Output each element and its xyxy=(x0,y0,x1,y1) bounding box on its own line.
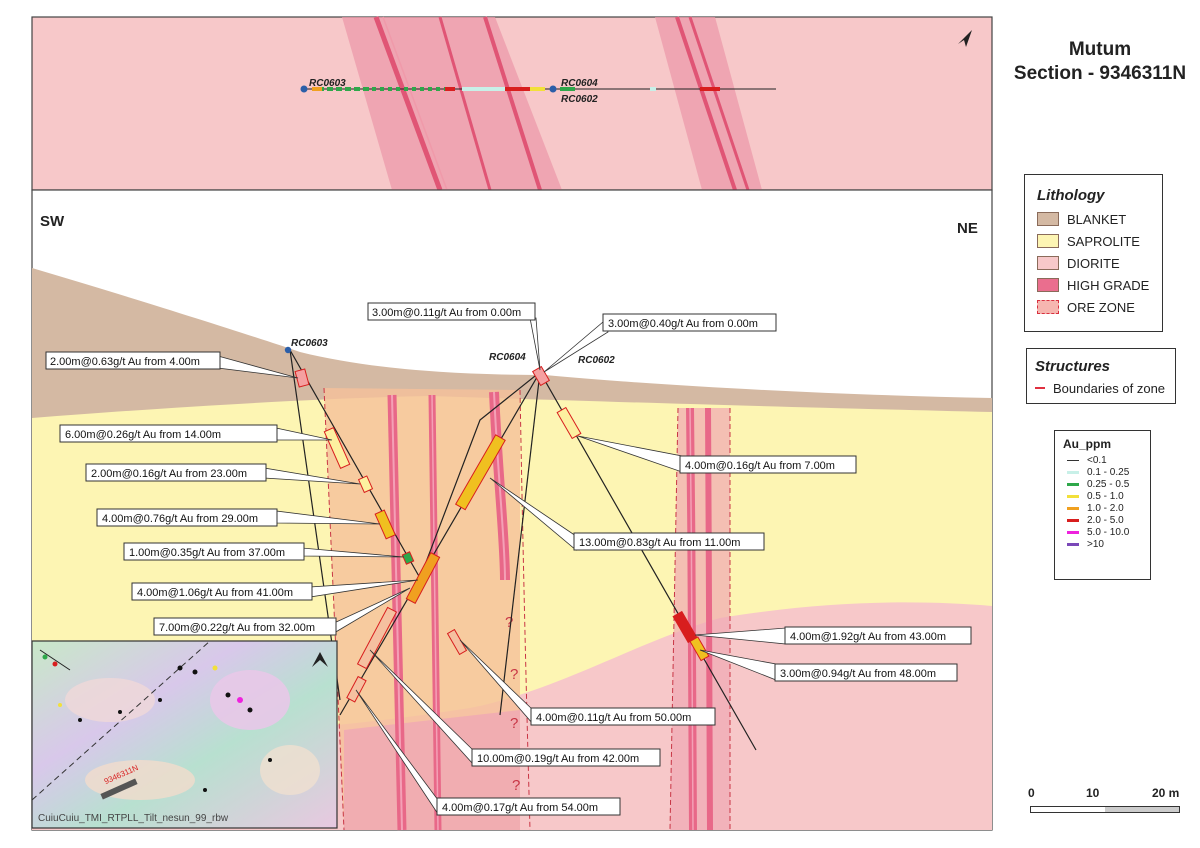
map-title: Mutum Section - 9346311N xyxy=(1000,38,1200,86)
legend-item: Boundaries of zone xyxy=(1035,379,1169,397)
collar-marker xyxy=(549,85,557,93)
hole-label-rc0603: RC0603 xyxy=(291,338,328,349)
intercept-label: 4.00m@0.17g/t Au from 54.00m xyxy=(442,802,598,814)
scale-tick-0: 0 xyxy=(1028,786,1035,800)
legend-item: DIORITE xyxy=(1037,252,1152,274)
collar-marker xyxy=(284,346,292,354)
callout-leaders xyxy=(217,317,787,816)
uncertain-boundary-marker: ? xyxy=(505,614,513,631)
legend-item: ORE ZONE xyxy=(1037,296,1152,318)
legend-item: BLANKET xyxy=(1037,208,1152,230)
intercept-label: 3.00m@0.94g/t Au from 48.00m xyxy=(780,668,936,680)
uncertain-boundary-marker: ? xyxy=(510,715,518,732)
au-legend-item: 0.5 - 1.0 xyxy=(1063,490,1144,502)
au-legend-item: >10 xyxy=(1063,538,1144,550)
plan-label-rc0604: RC0604 xyxy=(561,78,598,89)
legend-item: SAPROLITE xyxy=(1037,230,1152,252)
intercept-label: 4.00m@0.11g/t Au from 50.00m xyxy=(536,712,691,724)
structures-legend: Structures Boundaries of zone xyxy=(1026,348,1176,404)
intercept-label: 7.00m@0.22g/t Au from 32.00m xyxy=(159,622,315,634)
au-ppm-legend-title: Au_ppm xyxy=(1063,437,1111,451)
swatch xyxy=(1037,234,1059,248)
collar-marker xyxy=(300,85,308,93)
scale-tick-20: 20 m xyxy=(1152,786,1180,800)
au-legend-item: 0.25 - 0.5 xyxy=(1063,478,1144,490)
au-legend-item: 0.1 - 0.25 xyxy=(1063,466,1144,478)
intercept-label: 2.00m@0.16g/t Au from 23.00m xyxy=(91,468,247,480)
hole-label-rc0604: RC0604 xyxy=(489,352,526,363)
scale-bar-graphic xyxy=(1030,806,1180,813)
uncertain-boundary-marker: ? xyxy=(510,666,518,683)
north-arrow-icon xyxy=(958,30,972,47)
swatch xyxy=(1037,256,1059,270)
sw-label: SW xyxy=(40,213,65,230)
intercept-label: 3.00m@0.40g/t Au from 0.00m xyxy=(608,318,758,330)
lithology-legend: Lithology BLANKET SAPROLITE DIORITE HIGH… xyxy=(1024,174,1163,332)
au-legend-item: <0.1 xyxy=(1063,454,1144,466)
au-ppm-legend: Au_ppm <0.1 0.1 - 0.25 0.25 - 0.5 0.5 - … xyxy=(1054,430,1151,580)
intercept-label: 4.00m@0.76g/t Au from 29.00m xyxy=(102,513,258,525)
ne-label: NE xyxy=(957,220,978,237)
intercept-label: 1.00m@0.35g/t Au from 37.00m xyxy=(129,547,285,559)
intercept-label: 4.00m@1.92g/t Au from 43.00m xyxy=(790,631,946,643)
intercept-label: 13.00m@0.83g/t Au from 11.00m xyxy=(579,537,740,549)
structures-legend-title: Structures xyxy=(1035,358,1111,375)
hole-label-rc0602: RC0602 xyxy=(578,355,615,366)
au-legend-item: 2.0 - 5.0 xyxy=(1063,514,1144,526)
inset-map: 9346311N CuiuCuiu_TMI_RTPLL_Tilt_nesun_9… xyxy=(31,640,338,829)
lithology-legend-title: Lithology xyxy=(1037,187,1105,204)
intercept-label: 3.00m@0.11g/t Au from 0.00m xyxy=(372,307,521,319)
intercept-label: 4.00m@0.16g/t Au from 7.00m xyxy=(685,460,835,472)
intercept-label: 2.00m@0.63g/t Au from 4.00m xyxy=(50,356,200,368)
scale-tick-10: 10 xyxy=(1086,786,1100,800)
intercept-label: 4.00m@1.06g/t Au from 41.00m xyxy=(137,587,293,599)
swatch xyxy=(1037,300,1059,314)
title-line2: Section - 9346311N xyxy=(1013,63,1187,84)
inset-north-arrow-icon xyxy=(312,652,328,667)
au-legend-item: 1.0 - 2.0 xyxy=(1063,502,1144,514)
swatch xyxy=(1037,278,1059,292)
inset-label: CuiuCuiu_TMI_RTPLL_Tilt_nesun_99_rbw xyxy=(38,813,229,824)
intercept-label: 10.00m@0.19g/t Au from 42.00m xyxy=(477,753,639,765)
title-line1: Mutum xyxy=(1068,39,1132,60)
legend-item: HIGH GRADE xyxy=(1037,274,1152,296)
scale-bar: 0 10 20 m xyxy=(1028,786,1184,826)
plan-label-rc0602: RC0602 xyxy=(561,94,598,105)
au-legend-item: 5.0 - 10.0 xyxy=(1063,526,1144,538)
intercept-callouts: 3.00m@0.11g/t Au from 0.00m 3.00m@0.40g/… xyxy=(45,302,972,816)
uncertain-boundary-marker: ? xyxy=(512,777,520,794)
swatch xyxy=(1037,212,1059,226)
intercept-label: 6.00m@0.26g/t Au from 14.00m xyxy=(65,429,221,441)
plan-view: RC0603 RC0604 RC0602 xyxy=(31,16,993,191)
boundary-line-icon xyxy=(1035,387,1045,389)
plan-label-rc0603: RC0603 xyxy=(309,78,346,89)
